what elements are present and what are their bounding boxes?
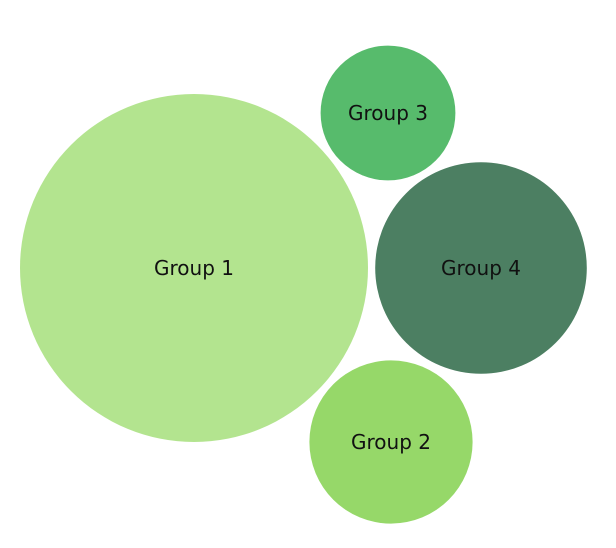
bubble-group-3 (320, 45, 456, 181)
bubble-label-group-2: Group 2 (351, 430, 431, 454)
bubble-group-4 (375, 162, 587, 374)
bubble-group-1 (20, 94, 368, 442)
bubble-label-group-3: Group 3 (348, 101, 428, 125)
bubble-label-group-1: Group 1 (154, 256, 234, 280)
bubble-label-group-4: Group 4 (441, 256, 521, 280)
bubble-group-2 (309, 360, 473, 524)
